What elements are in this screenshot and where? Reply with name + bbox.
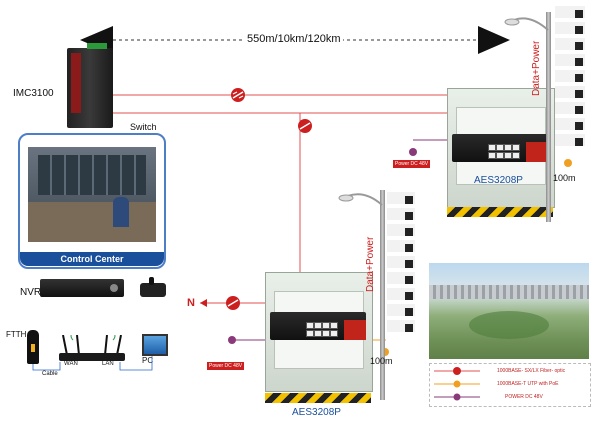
switch-label: Switch (130, 122, 157, 132)
imc3100-device (67, 43, 113, 128)
device-label-bottom: AES3208P (292, 407, 341, 418)
imc-label: IMC3100 (13, 88, 54, 99)
pole-bottom (380, 190, 385, 400)
fiber-badge-icon (231, 88, 245, 102)
control-room-image (28, 147, 156, 242)
aerial-city-image (429, 263, 589, 359)
ftth-modem (27, 330, 39, 364)
legend-power: POWER DC 48V (505, 394, 543, 400)
keyboard-controller (140, 277, 166, 297)
power-badge-bottom: Power DC 48V (207, 362, 245, 370)
control-center-label: Control Center (20, 252, 164, 266)
poe-switch-bottom (270, 312, 366, 340)
nvr-label: NVR (20, 287, 42, 298)
poe-switch-top (452, 134, 548, 162)
lan-label: LAN (102, 361, 114, 367)
distance-label: 550m/10km/120km (245, 33, 343, 45)
pole-top (546, 12, 551, 222)
pc-monitor (142, 334, 168, 356)
distance-100m-bottom: 100m (370, 356, 393, 366)
control-center-panel (18, 133, 166, 269)
camera-column-bottom (387, 192, 415, 336)
legend-utp: 1000BASE-T UTP with PoE (497, 381, 559, 387)
camera-column-top (555, 6, 585, 150)
hazard-stripe-bottom (265, 393, 371, 403)
distance-100m-top: 100m (553, 173, 576, 183)
device-label-top: AES3208P (474, 175, 523, 186)
hazard-stripe-top (447, 207, 553, 217)
ftth-label: FTTH (6, 330, 27, 339)
data-power-label-top: Data+Power (531, 40, 542, 96)
nvr-device (40, 279, 124, 297)
wan-label: WAN (64, 361, 78, 367)
power-badge-top: Power DC 48V (393, 160, 431, 168)
n-label: N (187, 297, 195, 309)
pc-label: PC (142, 356, 154, 365)
legend-fiber: 1000BASE- SX/LX Fiber- optic (497, 368, 566, 374)
router-device (55, 331, 130, 363)
data-power-label-bottom: Data+Power (365, 236, 376, 292)
cable-label: Cable (42, 371, 58, 377)
